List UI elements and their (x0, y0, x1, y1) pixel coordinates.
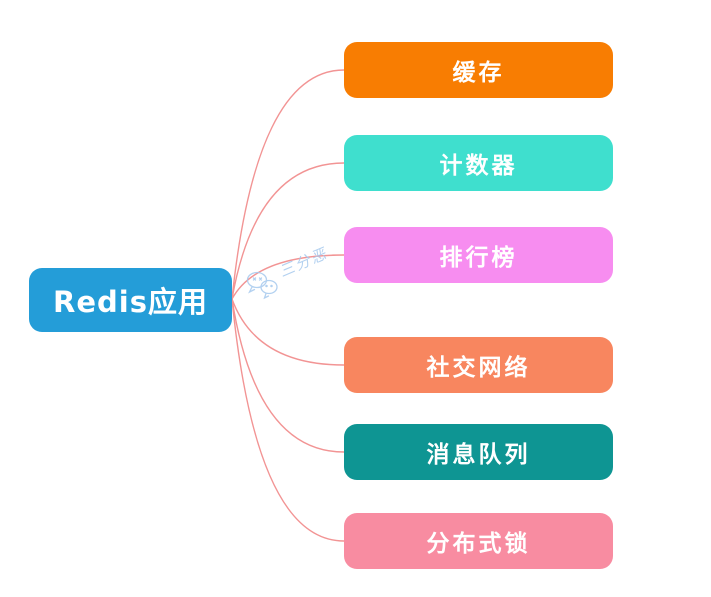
connector-curve-social-network (231, 298, 345, 366)
connector-curve-counter (231, 162, 345, 300)
branch-node-social-network[interactable]: 社交网络 (344, 337, 613, 393)
connector-curve-cache (231, 69, 345, 300)
branch-node-message-queue[interactable]: 消息队列 (344, 424, 613, 480)
branch-node-leaderboard[interactable]: 排行榜 (344, 227, 613, 283)
connector-curve-distributed-lock (231, 298, 345, 542)
root-node-redis-applications[interactable]: Redis应用 (29, 268, 232, 332)
branch-node-counter[interactable]: 计数器 (344, 135, 613, 191)
connector-curve-leaderboard (231, 254, 345, 300)
wechat-bubbles-icon (246, 271, 278, 300)
branch-node-cache[interactable]: 缓存 (344, 42, 613, 98)
branch-node-distributed-lock[interactable]: 分布式锁 (344, 513, 613, 569)
watermark-text: 三分恶 (277, 244, 331, 281)
connector-curve-message-queue (231, 298, 345, 453)
